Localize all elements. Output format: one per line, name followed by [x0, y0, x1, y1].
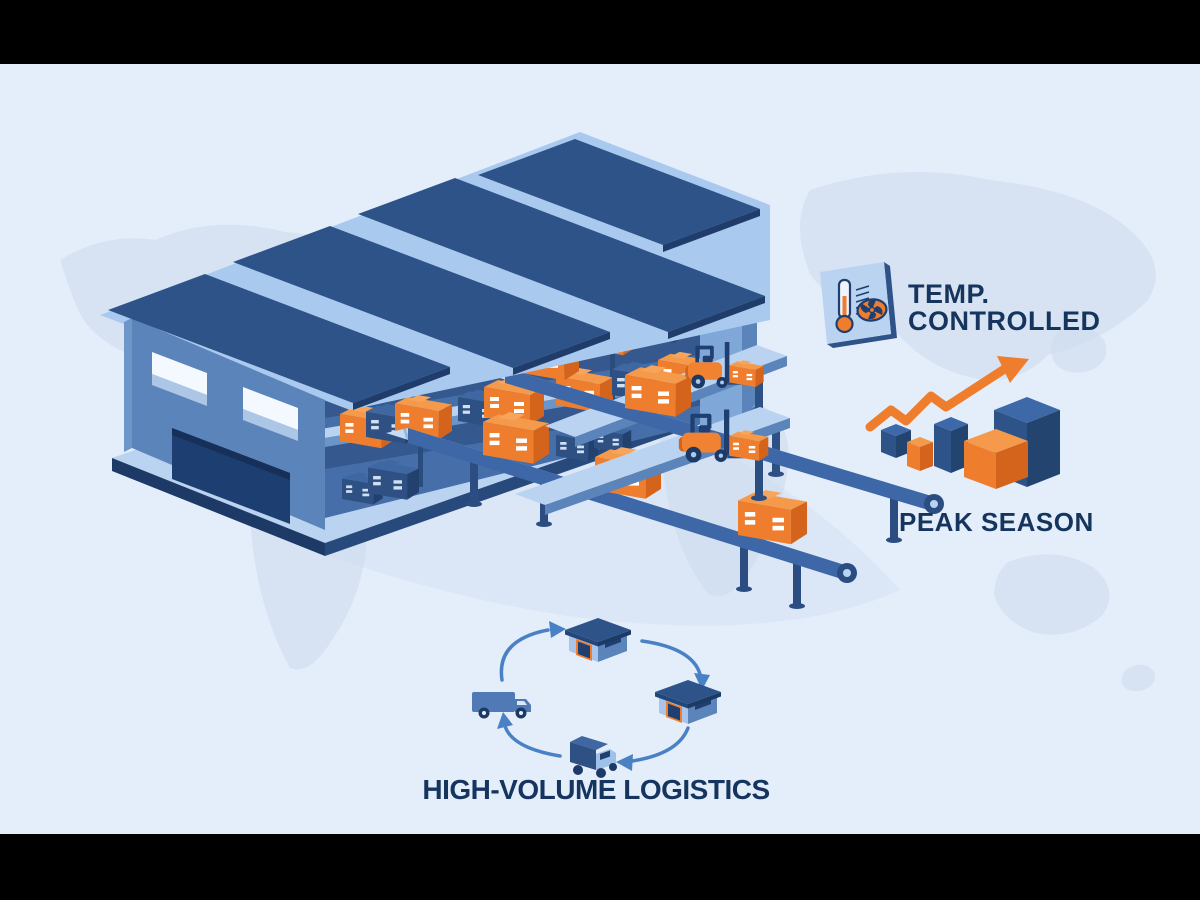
- badge-tile-edge: [827, 262, 897, 348]
- growth-cube-3-blue: [934, 417, 968, 473]
- cycle-arrowheads: [497, 621, 710, 771]
- growth-cube-4-orange: [964, 429, 1028, 489]
- logistics-cycle: HIGH-VOLUME LOGISTICS: [422, 618, 770, 805]
- growth-cube-1-blue: [881, 424, 911, 458]
- warehouse-office-block: [108, 274, 450, 530]
- growth-cube-2-orange: [907, 437, 933, 471]
- temp-controlled-label-line2: CONTROLLED: [908, 306, 1100, 336]
- warehouse-illustration: TEMP. CONTROLLED: [0, 64, 1200, 834]
- high-volume-logistics-label: HIGH-VOLUME LOGISTICS: [422, 774, 769, 805]
- temp-controlled-label-line1: TEMP.: [908, 279, 990, 309]
- thermometer-icon: [835, 278, 870, 334]
- conveyor-belt-lower: [386, 412, 857, 609]
- cycle-arrows: [499, 628, 702, 763]
- peak-season-label: PEAK SEASON: [899, 507, 1094, 537]
- illustration-stage: TEMP. CONTROLLED: [0, 64, 1200, 834]
- temp-controlled-badge: TEMP. CONTROLLED: [820, 262, 1100, 348]
- letterbox-top: [0, 0, 1200, 64]
- peak-season-growth-chart: PEAK SEASON: [865, 356, 1094, 537]
- growth-arrow-icon: [865, 356, 1029, 432]
- letterbox-bottom: [0, 834, 1200, 900]
- fan-icon: [856, 298, 888, 322]
